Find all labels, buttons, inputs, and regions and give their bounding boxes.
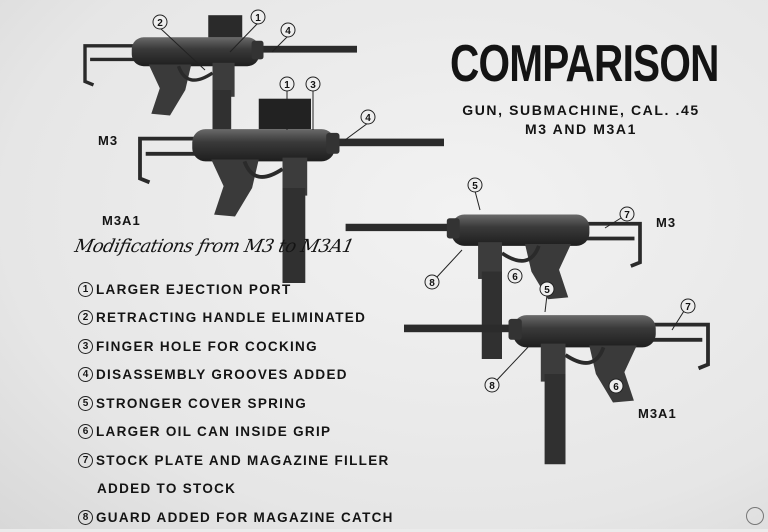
modification-text: STOCK PLATE AND MAGAZINE FILLER bbox=[96, 452, 390, 468]
modification-text: GUARD ADDED FOR MAGAZINE CATCH bbox=[96, 509, 394, 525]
callout-top-m3a1-4: 4 bbox=[344, 109, 376, 141]
number-circle-icon: 8 bbox=[78, 509, 93, 525]
modification-text: STRONGER COVER SPRING bbox=[96, 395, 308, 411]
callout-right-m3a1-5: 5 bbox=[539, 281, 555, 313]
svg-text:3: 3 bbox=[310, 80, 316, 91]
number-circle-icon: 6 bbox=[78, 424, 93, 440]
callout-right-m3a1-7: 7 bbox=[671, 298, 696, 331]
svg-text:4: 4 bbox=[365, 113, 371, 124]
archive-stamp-icon bbox=[746, 507, 764, 525]
modification-text: DISASSEMBLY GROOVES ADDED bbox=[96, 367, 348, 383]
callout-top-m3-1: 1 bbox=[229, 9, 266, 53]
modification-text: LARGER EJECTION PORT bbox=[96, 281, 292, 297]
callout-right-m3-5: 5 bbox=[467, 177, 483, 211]
callout-right-m3a1-6: 6 bbox=[608, 378, 624, 394]
svg-text:2: 2 bbox=[157, 18, 163, 29]
label-top-m3a1: M3A1 bbox=[102, 213, 141, 228]
label-right-m3: M3 bbox=[656, 215, 677, 230]
callout-top-m3-2: 2 bbox=[152, 14, 206, 71]
svg-text:7: 7 bbox=[624, 210, 630, 221]
label-right-m3a1: M3A1 bbox=[638, 406, 677, 421]
callout-right-m3-6: 6 bbox=[507, 268, 523, 284]
m3-right-illustration bbox=[343, 212, 642, 359]
svg-text:8: 8 bbox=[489, 381, 495, 392]
svg-text:1: 1 bbox=[284, 80, 290, 91]
callout-right-m3-8: 8 bbox=[424, 249, 463, 290]
label-top-m3: M3 bbox=[98, 133, 119, 148]
svg-text:7: 7 bbox=[685, 302, 691, 313]
svg-text:1: 1 bbox=[255, 13, 261, 24]
modification-text: FINGER HOLE FOR COCKING bbox=[96, 338, 318, 354]
callout-top-m3-4: 4 bbox=[271, 22, 296, 53]
number-circle-icon: 7 bbox=[78, 452, 93, 468]
poster-subtitle-models: M3 AND M3A1 bbox=[525, 121, 637, 137]
poster-subtitle: GUN, SUBMACHINE, CAL. .45 bbox=[462, 102, 700, 118]
modification-text: LARGER OIL CAN INSIDE GRIP bbox=[96, 424, 332, 440]
callout-top-m3a1-1: 1 bbox=[279, 76, 295, 130]
number-circle-icon: 2 bbox=[78, 310, 93, 326]
callout-right-m3a1-8: 8 bbox=[484, 344, 531, 393]
svg-text:6: 6 bbox=[613, 382, 619, 393]
svg-text:8: 8 bbox=[429, 278, 435, 289]
m3-top-illustration bbox=[83, 15, 359, 131]
svg-text:4: 4 bbox=[285, 26, 291, 37]
svg-text:5: 5 bbox=[472, 181, 478, 192]
callout-right-m3-7: 7 bbox=[604, 206, 635, 229]
callout-top-m3a1-3: 3 bbox=[305, 76, 321, 130]
number-circle-icon: 4 bbox=[78, 367, 93, 383]
svg-text:6: 6 bbox=[512, 272, 518, 283]
number-circle-icon: 1 bbox=[78, 281, 93, 297]
poster-title: COMPARISON bbox=[450, 35, 719, 93]
m3a1-top-illustration bbox=[138, 98, 446, 283]
modification-text: RETRACTING HANDLE ELIMINATED bbox=[96, 310, 367, 326]
m3a1-right-illustration bbox=[402, 313, 710, 465]
number-circle-icon: 5 bbox=[78, 395, 93, 411]
list-item-continuation: ADDED TO STOCK bbox=[78, 475, 394, 504]
modifications-heading: Modifications from M3 to M3A1 bbox=[72, 236, 356, 257]
svg-text:5: 5 bbox=[544, 285, 550, 296]
number-circle-icon: 3 bbox=[78, 338, 93, 354]
modification-text: ADDED TO STOCK bbox=[97, 481, 237, 497]
